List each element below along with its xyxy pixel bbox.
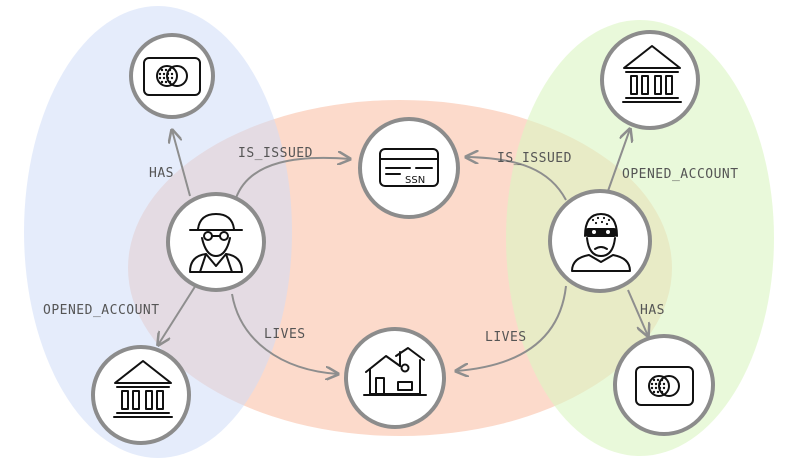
edge-left-is-issued <box>235 158 350 199</box>
edge-right-lives <box>456 285 567 371</box>
label-right-is-issued: IS_ISSUED <box>497 151 572 166</box>
spy-icon <box>189 213 243 273</box>
left-card-node[interactable] <box>129 33 215 119</box>
edge-left-lives <box>231 293 338 374</box>
bank-icon <box>622 45 682 103</box>
edge-right-opened-account <box>607 129 630 192</box>
label-left-lives: LIVES <box>264 327 306 342</box>
right-person-node[interactable] <box>548 189 652 293</box>
credit-card-icon <box>143 57 201 96</box>
right-bank-node[interactable] <box>600 30 700 130</box>
label-left-has: HAS <box>149 166 174 181</box>
label-right-lives: LIVES <box>485 330 527 345</box>
edge-right-is-issued <box>466 157 567 201</box>
credit-card-icon <box>635 366 694 406</box>
right-card-node[interactable] <box>613 334 715 436</box>
label-left-opened-account: OPENED_ACCOUNT <box>43 303 160 318</box>
label-right-opened-account: OPENED_ACCOUNT <box>622 167 739 182</box>
label-left-is-issued: IS_ISSUED <box>238 146 313 161</box>
label-right-has: HAS <box>640 303 665 318</box>
house-node[interactable] <box>344 327 446 429</box>
ssn-card-text: SSN <box>405 175 425 186</box>
edge-right-has <box>627 289 648 336</box>
edge-left-has <box>172 130 191 197</box>
house-icon <box>363 347 427 396</box>
bank-icon <box>113 360 173 418</box>
left-bank-node[interactable] <box>91 345 191 445</box>
masked-thief-icon <box>571 213 631 272</box>
edge-left-opened-account <box>158 284 197 345</box>
left-person-node[interactable] <box>166 192 266 292</box>
id-card-icon: SSN <box>379 148 439 187</box>
left-group-region <box>24 6 292 458</box>
ssn-node[interactable]: SSN <box>358 117 460 219</box>
